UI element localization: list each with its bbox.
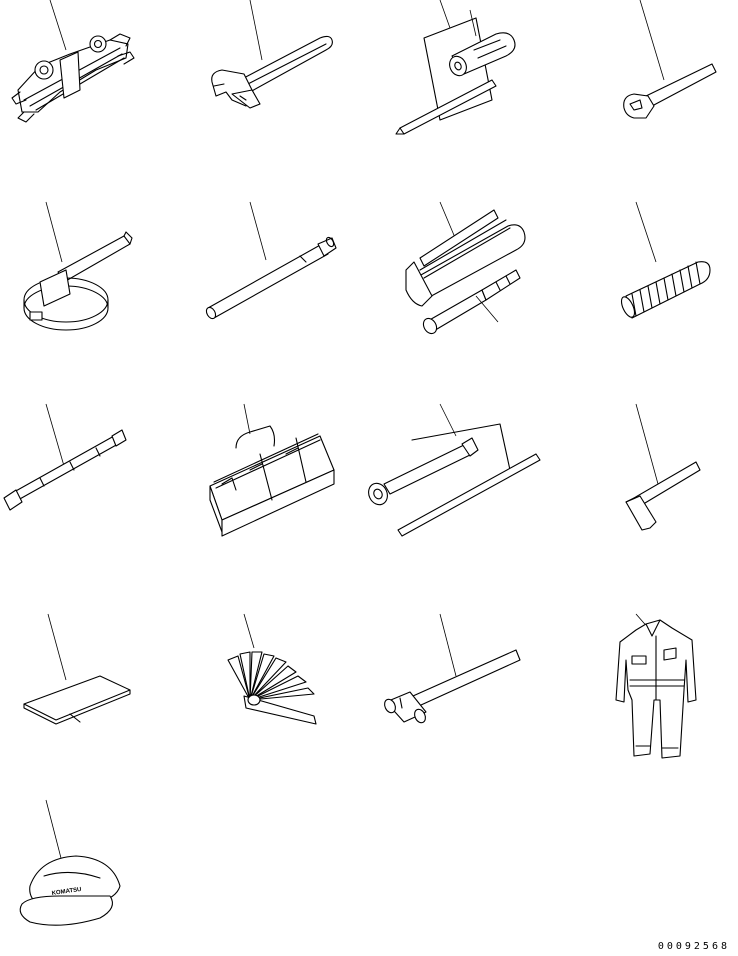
spanner-illustration bbox=[623, 0, 717, 119]
coil-spring-illustration bbox=[620, 201, 711, 319]
filter-wrench-illustration bbox=[23, 201, 133, 331]
cap-illustration: KOMATSU bbox=[19, 799, 121, 926]
extension-rod-illustration bbox=[3, 403, 127, 511]
drawing-number: 00092568 bbox=[657, 941, 730, 952]
grease-gun-illustration bbox=[405, 201, 526, 335]
feeler-gauge-illustration bbox=[227, 613, 317, 725]
coveralls-illustration bbox=[615, 613, 697, 759]
tube-bar-illustration bbox=[205, 201, 337, 320]
box-wrench-illustration bbox=[368, 403, 541, 537]
adjustable-wrench-illustration bbox=[211, 0, 333, 109]
cap-logo-text: KOMATSU bbox=[51, 887, 81, 897]
manual-book-illustration bbox=[23, 613, 131, 725]
wrench-set-illustration bbox=[11, 0, 135, 123]
hammer-illustration bbox=[384, 613, 521, 724]
screwdriver-illustration bbox=[395, 0, 516, 135]
hex-key-illustration bbox=[625, 403, 701, 531]
tool-bag-illustration bbox=[209, 403, 335, 537]
